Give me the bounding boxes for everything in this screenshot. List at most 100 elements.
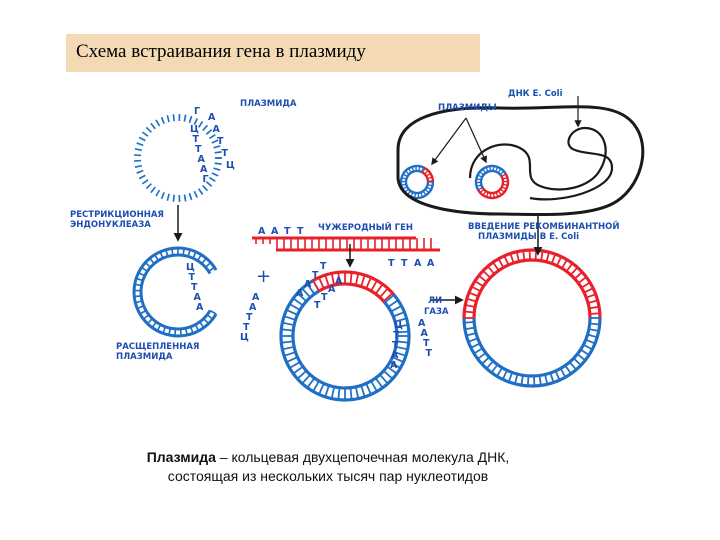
nuc-recomb-right-outer: Т — [423, 338, 430, 349]
base-pair — [588, 328, 599, 332]
base-pair — [151, 321, 157, 329]
strand-inner — [421, 171, 430, 183]
base-pair — [187, 249, 191, 257]
base-pair — [312, 380, 320, 392]
base-pair — [135, 300, 143, 304]
base-pair — [211, 139, 219, 144]
base-pair — [387, 299, 399, 308]
base-pair — [141, 266, 148, 272]
base-pair — [324, 274, 330, 287]
label-cleaved-2: ПЛАЗМИДА — [116, 352, 173, 362]
plus-sign: + — [256, 266, 271, 287]
foreign-gene-strand — [252, 236, 440, 252]
base-pair — [282, 321, 295, 327]
base-pair — [206, 314, 214, 320]
base-pair — [192, 251, 197, 259]
strand-inner — [472, 317, 592, 378]
base-pair — [150, 122, 156, 130]
base-pair — [477, 174, 483, 178]
strand-inner — [291, 289, 399, 390]
base-pair — [549, 372, 555, 383]
base-pair — [417, 192, 420, 198]
base-pair — [208, 176, 216, 183]
base-pair — [497, 258, 505, 268]
label-cleaved-1: РАСЩЕПЛЕННАЯ — [116, 342, 199, 352]
caption: Плазмида – кольцевая двухцепочечная моле… — [88, 448, 568, 486]
base-pair — [394, 317, 407, 323]
nuc-cleaved-left: Ц — [186, 262, 195, 273]
base-pair — [318, 277, 325, 289]
base-pair — [289, 303, 301, 311]
base-pair — [205, 181, 213, 187]
base-pair — [155, 189, 161, 197]
base-pair — [193, 190, 199, 198]
nuc-cleaved-left: Т — [191, 282, 198, 293]
arrow-plasmids-2 — [465, 117, 487, 164]
base-pair — [520, 375, 524, 386]
nuc-plasmid-left: Ц — [190, 124, 199, 135]
base-pair — [172, 114, 175, 122]
nuc-recomb-right-inner: А — [390, 360, 398, 371]
base-pair — [312, 280, 320, 292]
nuc-gene-bottom: Т — [401, 258, 408, 269]
base-pair — [465, 304, 476, 308]
base-pair — [214, 151, 222, 154]
base-pair — [330, 273, 336, 286]
base-pair — [587, 299, 598, 304]
base-pair — [283, 315, 296, 321]
base-pair — [172, 194, 175, 202]
base-pair — [496, 367, 503, 377]
base-pair — [301, 374, 311, 385]
base-pair — [489, 166, 492, 172]
base-pair — [585, 338, 596, 345]
base-pair — [289, 361, 301, 369]
base-pair — [502, 183, 508, 186]
base-pair — [281, 328, 294, 332]
strand-outer — [132, 246, 218, 338]
base-pair — [565, 262, 574, 272]
base-pair — [383, 292, 394, 302]
base-pair — [392, 356, 404, 363]
base-pair — [138, 271, 146, 277]
base-pair — [282, 345, 295, 351]
base-pair — [479, 188, 485, 194]
base-pair — [396, 340, 409, 344]
base-pair — [489, 192, 492, 198]
base-pair — [544, 374, 549, 385]
label-intro-2: ПЛАЗМИДЫ В Е. Coli — [478, 232, 579, 242]
base-pair — [568, 361, 577, 371]
nuc-plasmid-right: А — [213, 124, 221, 135]
nuc-recomb-inner: А — [335, 276, 343, 287]
base-pair — [330, 386, 336, 399]
base-pair — [587, 333, 598, 339]
base-pair — [166, 193, 170, 201]
label-plasmid: ПЛАЗМИДА — [240, 99, 297, 109]
base-pair — [337, 387, 341, 400]
base-pair — [337, 272, 341, 285]
nuc-gene-top: А — [258, 226, 266, 237]
base-pair — [349, 272, 353, 285]
nuc-recomb-inner: Т — [314, 300, 321, 311]
base-pair — [184, 328, 188, 336]
base-pair — [526, 375, 530, 386]
base-pair — [193, 118, 199, 126]
base-pair — [183, 194, 187, 202]
base-pair — [507, 372, 513, 383]
base-pair — [471, 285, 481, 292]
base-pair — [201, 257, 207, 265]
strand-inner — [318, 282, 387, 304]
nuc-recomb-top: Т — [320, 261, 327, 272]
base-pair — [583, 287, 594, 294]
base-pair — [150, 186, 156, 194]
base-pair — [146, 318, 153, 325]
base-pair — [194, 324, 200, 332]
nuc-recomb-right-outer: Т — [426, 348, 433, 359]
base-pair — [424, 188, 430, 194]
base-pair — [580, 281, 591, 289]
nuc-plasmid-right: Ц — [226, 160, 235, 171]
caption-line-1-rest: – кольцевая двухцепочечная молекула ДНК, — [215, 449, 510, 465]
base-pair — [576, 353, 586, 362]
base-pair — [141, 179, 149, 185]
